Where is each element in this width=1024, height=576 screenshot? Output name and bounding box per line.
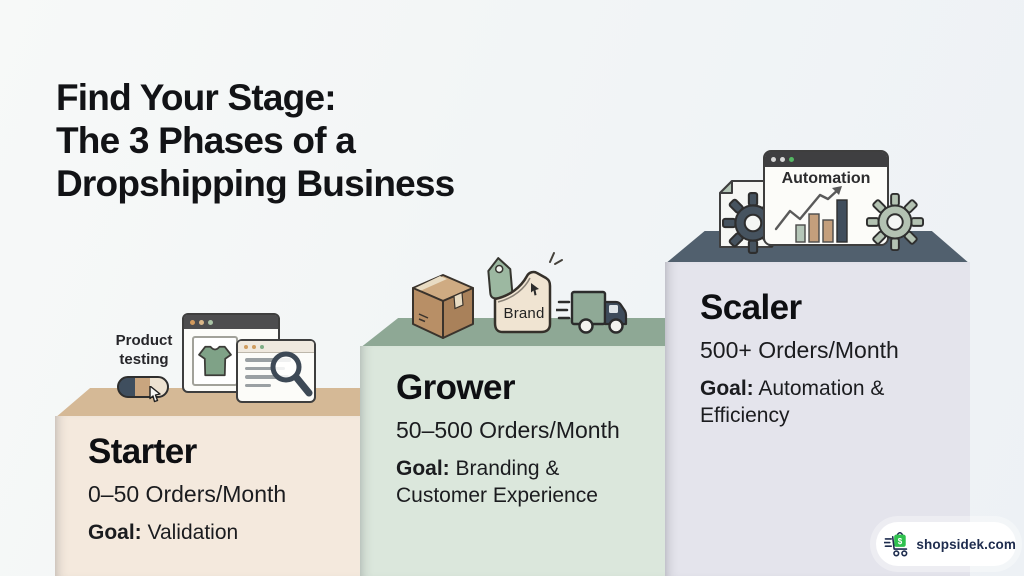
- goal-label: Goal:: [396, 457, 450, 480]
- window-dot-icon: [771, 157, 776, 162]
- stage-orders: 50–500 Orders/Month: [396, 417, 620, 443]
- tshirt-icon: [198, 345, 232, 377]
- grower-text-block: Grower 50–500 Orders/Month Goal: Brandin…: [396, 368, 631, 509]
- brand-flag-icon: [493, 270, 552, 334]
- text-line: [245, 375, 289, 379]
- cursor-icon: [531, 283, 539, 296]
- product-card: [192, 336, 238, 386]
- goal-label: Goal:: [700, 377, 754, 400]
- window-dot-icon: [789, 157, 794, 162]
- stage-name: Starter: [88, 432, 197, 471]
- bar-chart-icon: [795, 199, 848, 243]
- brand-badge: $ shopsidek.com: [876, 522, 1016, 566]
- goal-label: Goal:: [88, 521, 142, 544]
- stage-goal: Goal: Validation: [88, 519, 338, 546]
- automation-browser-icon: Automation: [763, 150, 889, 246]
- trend-arrow-icon: [774, 186, 842, 231]
- title-line-3: Dropshipping Business: [56, 163, 455, 204]
- window-dot-icon: [252, 344, 256, 349]
- gear-icon: [722, 192, 784, 254]
- window-dot-icon: [190, 319, 195, 325]
- starter-text-block: Starter 0–50 Orders/Month Goal: Validati…: [88, 432, 338, 546]
- window-dot-icon: [199, 319, 204, 325]
- goal-text: Validation: [147, 521, 239, 544]
- goal-text: Automation & Efficiency: [700, 377, 885, 427]
- stage-goal: Goal: Automation & Efficiency: [700, 375, 918, 429]
- cursor-icon: [149, 386, 161, 403]
- stage-name: Grower: [396, 368, 516, 407]
- cart-logo-icon: $: [884, 532, 908, 557]
- stage-goal: Goal: Branding & Customer Experience: [396, 455, 631, 509]
- window-dot-icon: [244, 344, 248, 349]
- window-dot-icon: [208, 319, 213, 325]
- title-line-1: Find Your Stage:: [56, 77, 337, 118]
- title-line-2: The 3 Phases of a: [56, 120, 356, 161]
- grower-platform-face: [360, 346, 665, 576]
- stage-orders: 500+ Orders/Month: [700, 337, 899, 363]
- text-line: [245, 358, 291, 362]
- stage-orders: 0–50 Orders/Month: [88, 481, 287, 507]
- page-title: Find Your Stage: The 3 Phases of a Drops…: [56, 76, 455, 205]
- browser-titlebar: [184, 315, 278, 329]
- automation-label: Automation: [781, 170, 871, 187]
- window-dot-icon: [260, 344, 264, 349]
- delivery-truck-icon: [556, 290, 628, 334]
- currency-symbol: $: [898, 537, 903, 546]
- badge-text: shopsidek.com: [916, 536, 1016, 552]
- browser-titlebar: [765, 152, 887, 167]
- brand-label: Brand: [503, 305, 545, 322]
- goal-text: Branding & Customer Experience: [396, 457, 598, 507]
- growth-chart-icon: [774, 186, 848, 243]
- browser-titlebar: [238, 341, 314, 353]
- gear-icon: [866, 193, 924, 251]
- package-box-icon: [412, 274, 474, 339]
- text-line: [245, 366, 285, 370]
- window-dot-icon: [780, 157, 785, 162]
- magnifier-icon: [270, 351, 313, 397]
- sparkle-icon: [549, 252, 563, 265]
- text-line: [245, 383, 271, 387]
- product-testing-label: Product testing: [115, 332, 173, 368]
- stage-name: Scaler: [700, 288, 802, 327]
- starter-platform-face: [55, 416, 360, 576]
- scaler-text-block: Scaler 500+ Orders/Month Goal: Automatio…: [700, 288, 918, 429]
